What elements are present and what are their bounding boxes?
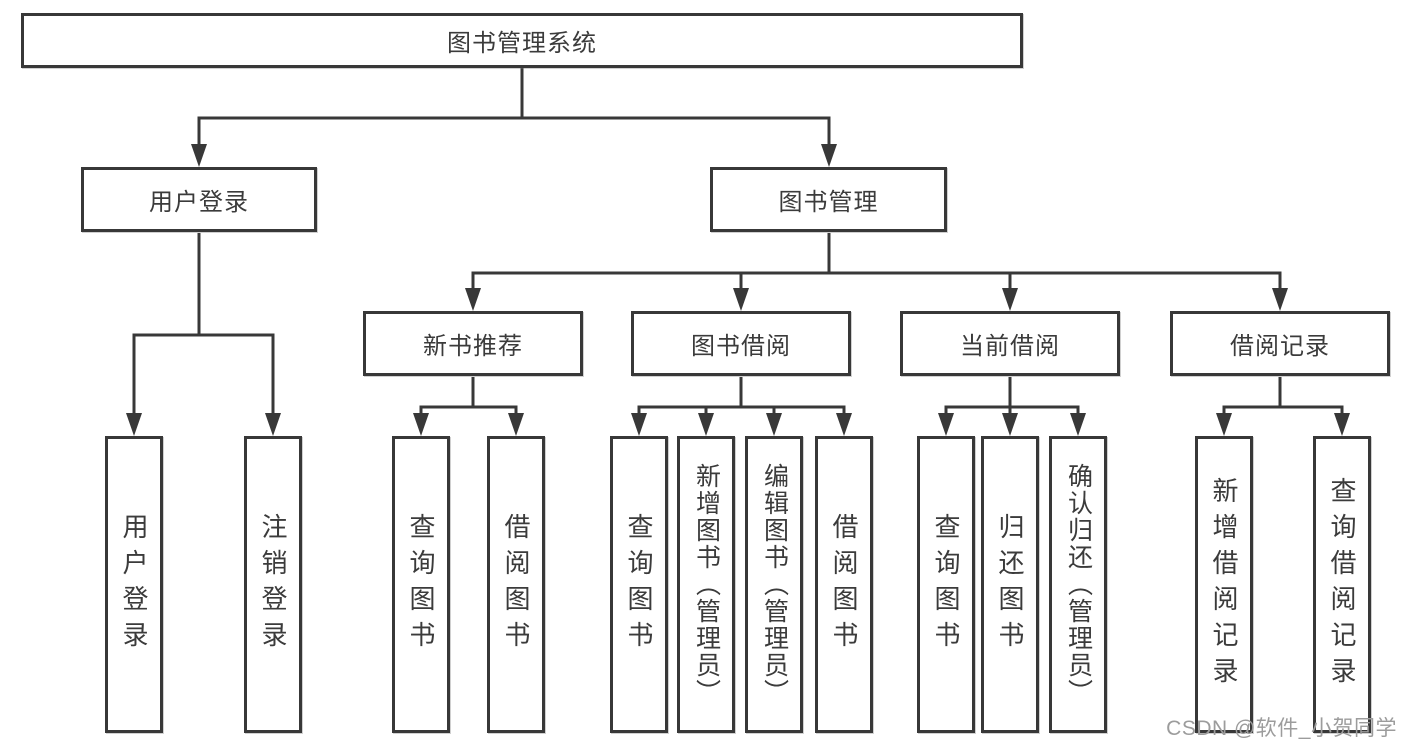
- leaf-edit-books-admin: 编辑图书（管理员）: [745, 436, 803, 733]
- leaf-user-login: 用户登录: [105, 436, 163, 733]
- leaf-borrow-books-borrowing: 借阅图书: [815, 436, 873, 733]
- leaf-add-books-admin: 新增图书（管理员）: [677, 436, 735, 733]
- leaf-query-books-current: 查询图书: [917, 436, 975, 733]
- node-current-borrowing: 当前借阅: [900, 311, 1120, 376]
- node-user-login: 用户登录: [81, 167, 317, 232]
- connector-arrowheads: [126, 144, 1350, 436]
- leaf-query-borrow-record: 查询借阅记录: [1313, 436, 1371, 733]
- leaf-return-books: 归还图书: [981, 436, 1039, 733]
- node-book-borrowing: 图书借阅: [631, 311, 851, 376]
- node-borrowing-records: 借阅记录: [1170, 311, 1390, 376]
- leaf-logout: 注销登录: [244, 436, 302, 733]
- leaf-query-books-borrowing: 查询图书: [610, 436, 668, 733]
- leaf-add-borrow-record: 新增借阅记录: [1195, 436, 1253, 733]
- node-book-management: 图书管理: [710, 167, 947, 232]
- node-library-management-system: 图书管理系统: [21, 13, 1023, 68]
- csdn-watermark: CSDN @软件_小贺同学: [1166, 717, 1397, 740]
- leaf-query-books-recommend: 查询图书: [392, 436, 450, 733]
- node-new-book-recommend: 新书推荐: [363, 311, 583, 376]
- leaf-confirm-return-admin: 确认归还（管理员）: [1049, 436, 1107, 733]
- leaf-borrow-books-recommend: 借阅图书: [487, 436, 545, 733]
